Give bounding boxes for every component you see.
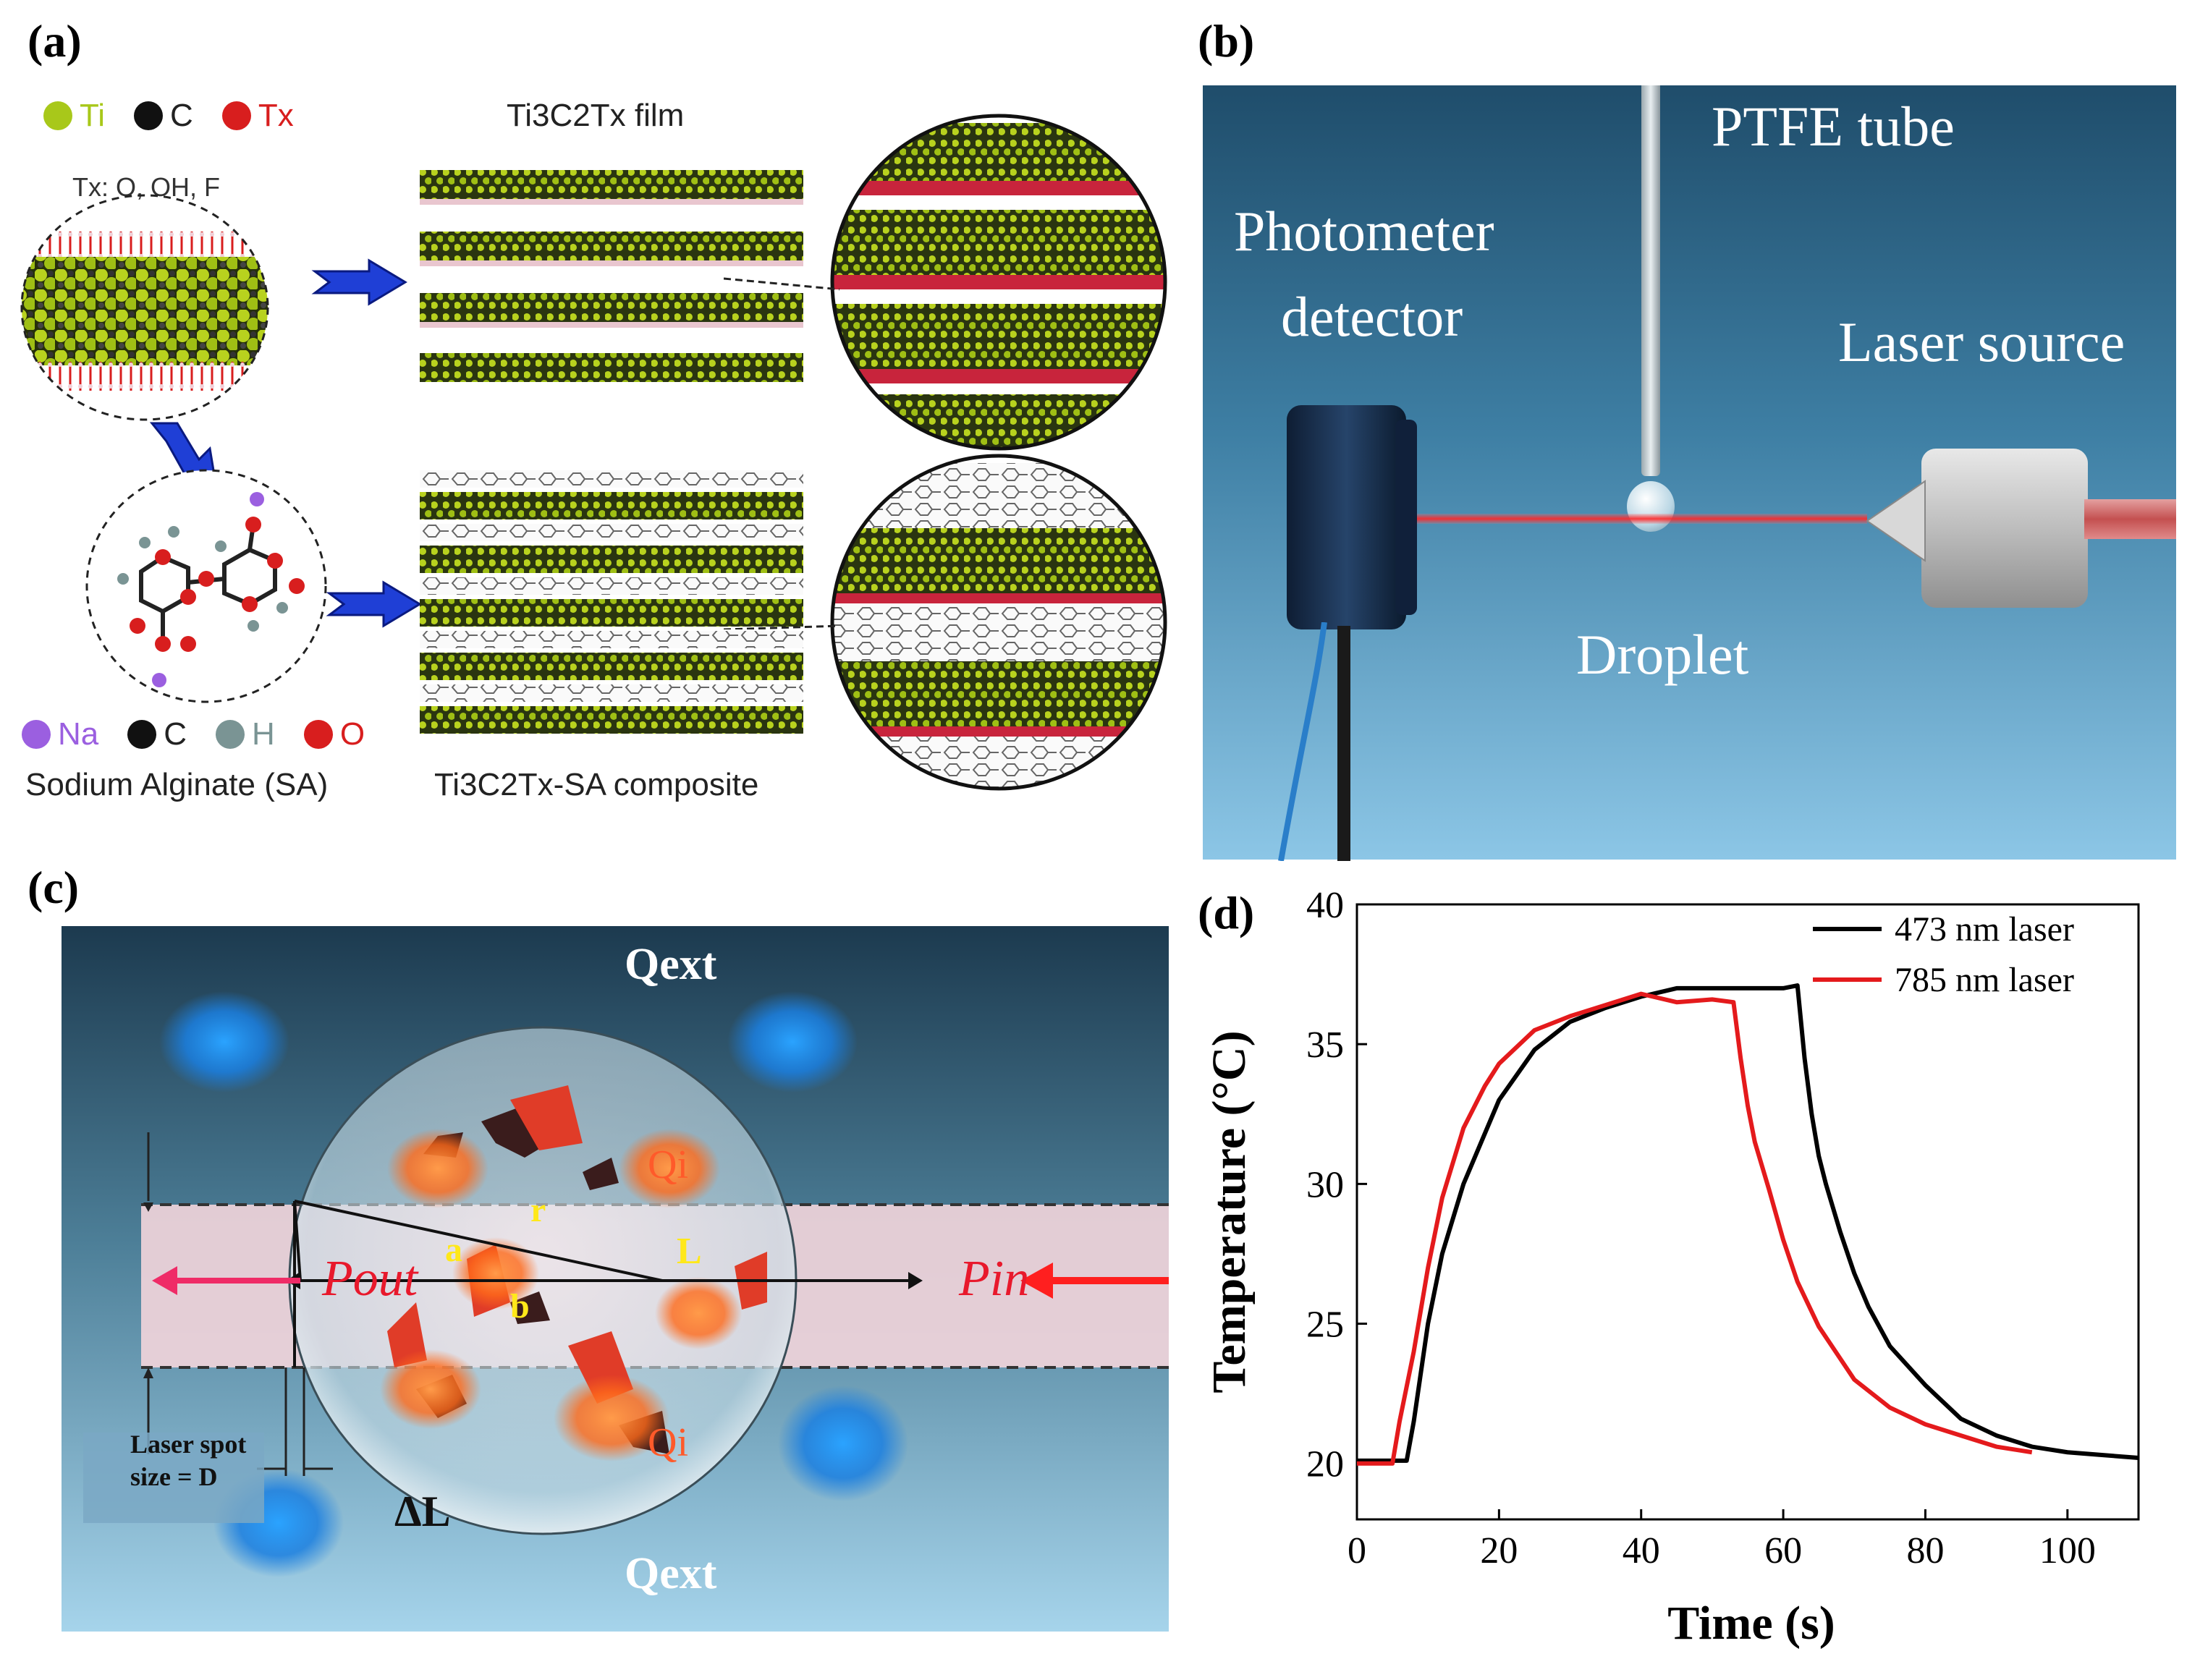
photometer-detector xyxy=(1287,405,1406,629)
legend-c: C xyxy=(170,98,193,133)
x-tick-label: 80 xyxy=(1906,1530,1944,1571)
laser-nozzle xyxy=(1866,480,1926,562)
x-axis-label: Time (s) xyxy=(1667,1597,1835,1650)
ptfe-tube xyxy=(1641,85,1660,476)
c-dot-icon xyxy=(134,101,164,130)
qi-bottom-label: Qi xyxy=(648,1420,688,1465)
temperature-chart: Temperature (°C) Time (s) 0 20 40 60 80 100 20… xyxy=(1203,885,2140,1650)
o-dot-icon xyxy=(303,720,333,749)
composite-label: Ti3C2Tx-SA composite xyxy=(434,767,759,802)
film-label: Ti3C2Tx film xyxy=(507,98,685,133)
legend-h: H xyxy=(252,716,275,752)
arrow-right-icon-2 xyxy=(326,580,422,628)
x-tick-label: 0 xyxy=(1348,1530,1366,1571)
panel-a-letter: (a) xyxy=(28,15,82,67)
ti-dot-icon xyxy=(43,101,72,130)
x-tick-label: 40 xyxy=(1623,1530,1660,1571)
plot-frame xyxy=(1355,903,2140,1521)
panel-d-letter: (d) xyxy=(1198,887,1255,938)
composite-zoom-circle xyxy=(830,454,1167,791)
qext-top-label: Qext xyxy=(625,940,717,989)
film-layers xyxy=(420,170,803,382)
laser-fiber xyxy=(2084,499,2176,539)
droplet xyxy=(1627,481,1675,532)
laser-source-label: Laser source xyxy=(1838,310,2125,373)
photometer-label-1: Photometer xyxy=(1234,200,1494,263)
b-label: b xyxy=(510,1287,530,1325)
composite-layers xyxy=(420,470,803,734)
film-zoom-circle xyxy=(830,114,1167,451)
y-tick-label: 25 xyxy=(1306,1304,1344,1346)
legend-o: O xyxy=(339,716,365,752)
legend-top: Ti C Tx xyxy=(43,98,294,134)
sa-molecule-circle xyxy=(85,469,327,703)
spot-size-line2: size = D xyxy=(130,1462,218,1491)
series-line-2 xyxy=(1357,991,2033,1466)
h-dot-icon xyxy=(216,720,245,749)
y-tick-label: 35 xyxy=(1306,1024,1344,1066)
y-tick-label: 30 xyxy=(1306,1164,1344,1205)
detector-cable xyxy=(1278,622,1327,861)
legend-c2: C xyxy=(164,716,187,752)
ptfe-label: PTFE tube xyxy=(1712,95,1955,158)
detector-stand xyxy=(1337,626,1350,861)
y-tick-label: 20 xyxy=(1306,1444,1344,1485)
a-label: a xyxy=(445,1231,462,1269)
delta-L-label: ΔL xyxy=(394,1488,451,1535)
legend-tx: Tx xyxy=(258,98,294,133)
photometer-label-2: detector xyxy=(1281,285,1463,348)
L-label: L xyxy=(677,1231,702,1272)
r-label: r xyxy=(530,1191,546,1229)
legend-bottom: Na C H O xyxy=(22,716,365,752)
laser-source-body xyxy=(1921,449,2088,608)
droplet-label: Droplet xyxy=(1576,623,1749,686)
spot-size-line1: Laser spot xyxy=(130,1430,247,1459)
series-line-1 xyxy=(1357,983,2139,1463)
zoom-lines xyxy=(724,277,840,629)
mxene-circle xyxy=(20,194,269,421)
legend-label-2: 785 nm laser xyxy=(1895,961,2074,999)
x-tick-label: 60 xyxy=(1764,1530,1802,1571)
x-tick-label: 20 xyxy=(1480,1530,1518,1571)
y-axis-label: Temperature (°C) xyxy=(1203,1030,1256,1393)
legend-ti: Ti xyxy=(80,98,106,133)
c-dot-icon-2 xyxy=(127,720,157,749)
legend-na: Na xyxy=(58,716,99,752)
detector-face xyxy=(1395,420,1417,615)
qext-bottom-label: Qext xyxy=(625,1549,717,1598)
arrow-right-icon xyxy=(311,258,407,306)
x-tick-label: 100 xyxy=(2039,1530,2096,1571)
sa-label: Sodium Alginate (SA) xyxy=(25,767,329,802)
pout-label: Pout xyxy=(322,1251,418,1307)
droplet-heating-diagram xyxy=(62,926,1169,1632)
qi-top-label: Qi xyxy=(648,1142,688,1187)
panel-b-letter: (b) xyxy=(1198,15,1255,67)
tx-dot-icon xyxy=(221,101,251,130)
laser-beam xyxy=(1404,514,1867,524)
tx-note: Tx: O, OH, F xyxy=(72,172,220,202)
y-tick-label: 40 xyxy=(1306,885,1344,926)
panel-c-letter: (c) xyxy=(28,862,80,913)
pin-label: Pin xyxy=(959,1251,1030,1307)
na-dot-icon xyxy=(22,720,51,749)
legend-label-1: 473 nm laser xyxy=(1895,910,2074,949)
